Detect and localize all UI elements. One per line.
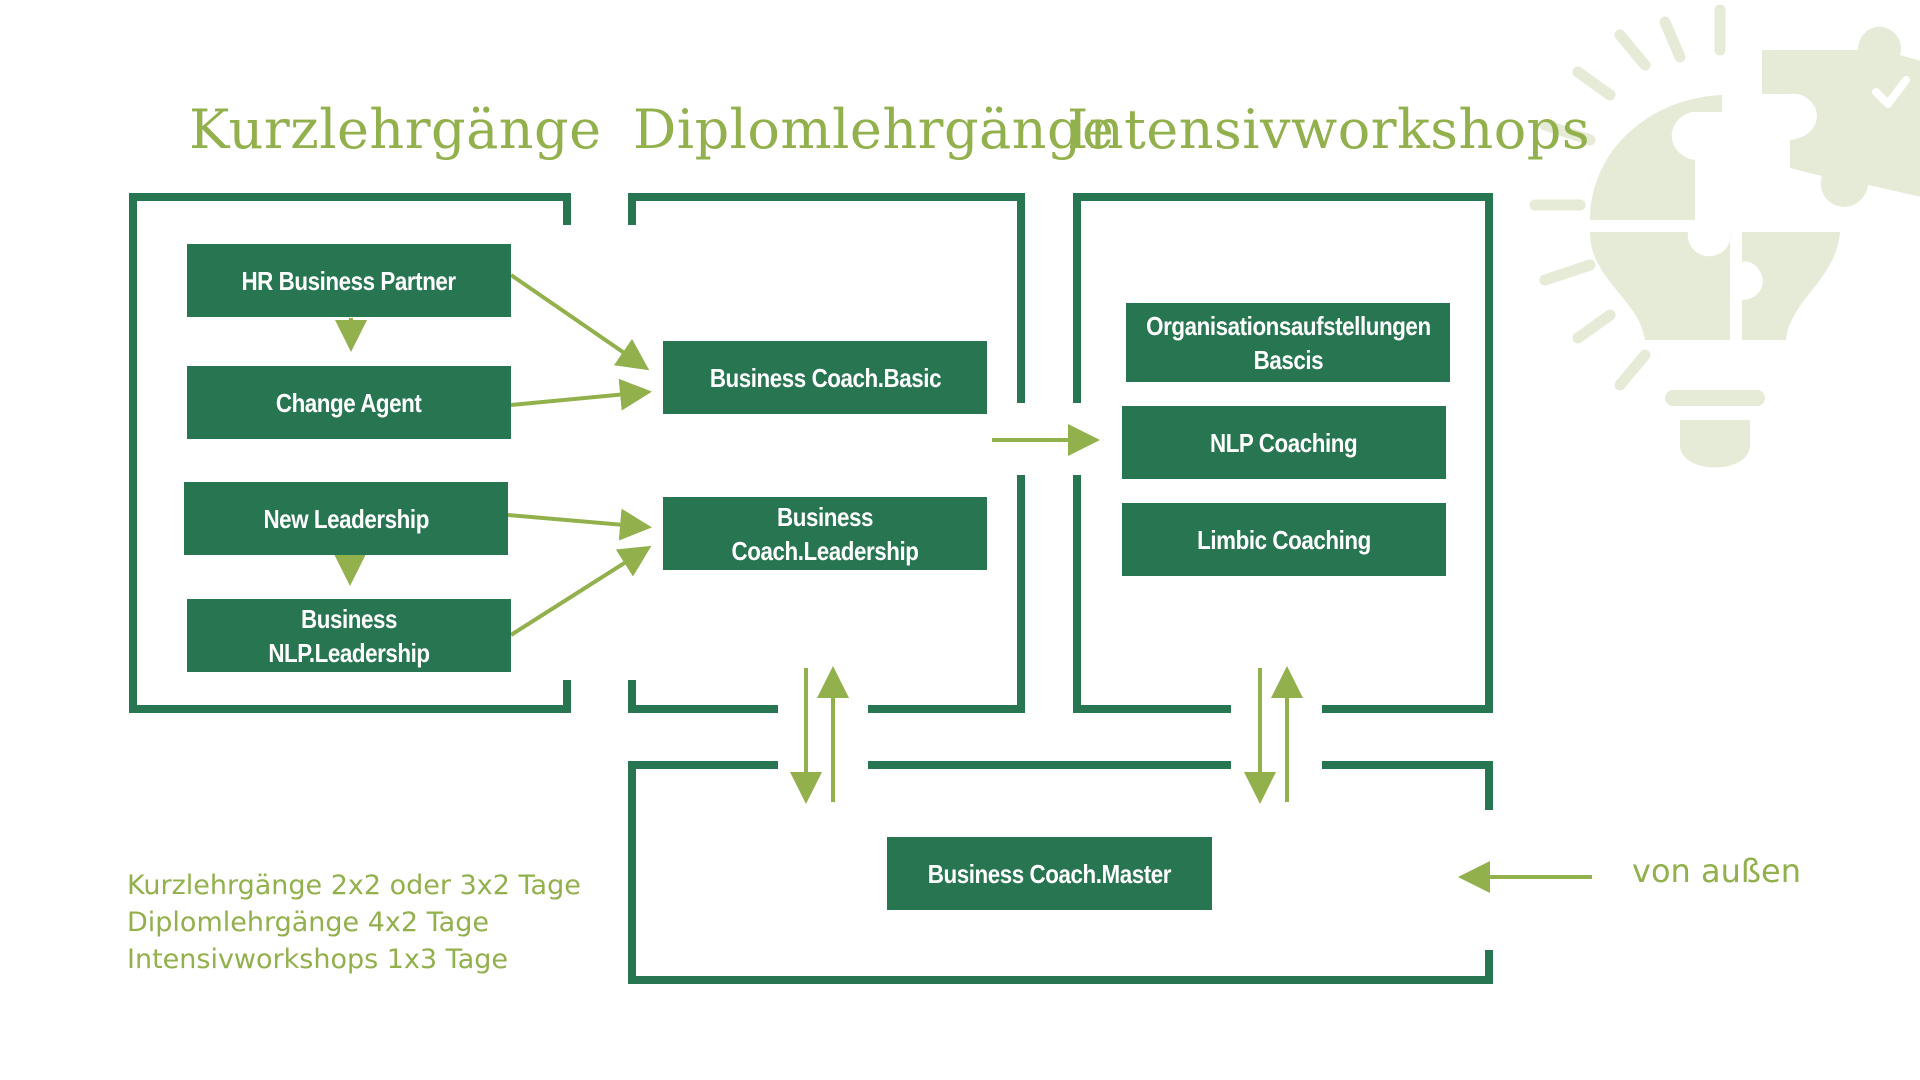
legend-line-2: Diplomlehrgänge 4x2 Tage — [127, 907, 489, 938]
box-label-line1: Organisationsaufstellungen — [1145, 310, 1431, 341]
box-new-leadership: New Leadership — [184, 482, 508, 555]
arrow-hr-to-basic — [509, 273, 650, 371]
box-label: Business NLP.Leadership — [268, 603, 430, 668]
box-label: NLP Coaching — [1210, 427, 1358, 458]
frame-intensivworkshops — [1073, 193, 1493, 713]
box-label: Business Coach.Master — [927, 858, 1172, 889]
box-label: Business Coach.Leadership — [731, 501, 919, 566]
arrow-new-to-leadership — [507, 508, 652, 541]
heading-kurzlehrgaenge: Kurzlehrgänge — [189, 98, 602, 161]
box-business-coach-master: Business Coach.Master — [887, 837, 1212, 910]
box-business-coach-basic: Business Coach.Basic — [663, 341, 987, 414]
box-label-line2: Bascis — [1253, 344, 1323, 375]
arrow-nlp-to-leadership — [509, 545, 652, 637]
frame-master — [628, 761, 1493, 984]
box-label: Limbic Coaching — [1197, 524, 1371, 555]
arrow-change-to-basic — [510, 378, 652, 411]
box-limbic-coaching: Limbic Coaching — [1122, 503, 1446, 576]
box-hr-business-partner: HR Business Partner — [187, 244, 511, 317]
frame-diplomlehrgaenge — [628, 193, 1025, 403]
box-label: HR Business Partner — [241, 265, 457, 296]
box-label: New Leadership — [263, 503, 429, 534]
box-organisationsaufstellungen: Organisationsaufstellungen Bascis — [1126, 303, 1450, 382]
heading-intensivworkshops: Intensivworkshops — [1067, 98, 1591, 161]
box-change-agent: Change Agent — [187, 366, 511, 439]
von-aussen-label: von außen — [1632, 852, 1801, 890]
box-label: Change Agent — [276, 387, 422, 418]
box-business-nlp-leadership: Business NLP.Leadership — [187, 599, 511, 672]
box-business-coach-leadership: Business Coach.Leadership — [663, 497, 987, 570]
legend-line-3: Intensivworkshops 1x3 Tage — [127, 944, 508, 975]
legend-line-1: Kurzlehrgänge 2x2 oder 3x2 Tage — [127, 870, 581, 901]
heading-diplomlehrgaenge: Diplomlehrgänge — [633, 98, 1115, 161]
box-nlp-coaching: NLP Coaching — [1122, 406, 1446, 479]
frame-kurzlehrgaenge — [129, 193, 571, 713]
box-label: Business Coach.Basic — [709, 362, 941, 393]
